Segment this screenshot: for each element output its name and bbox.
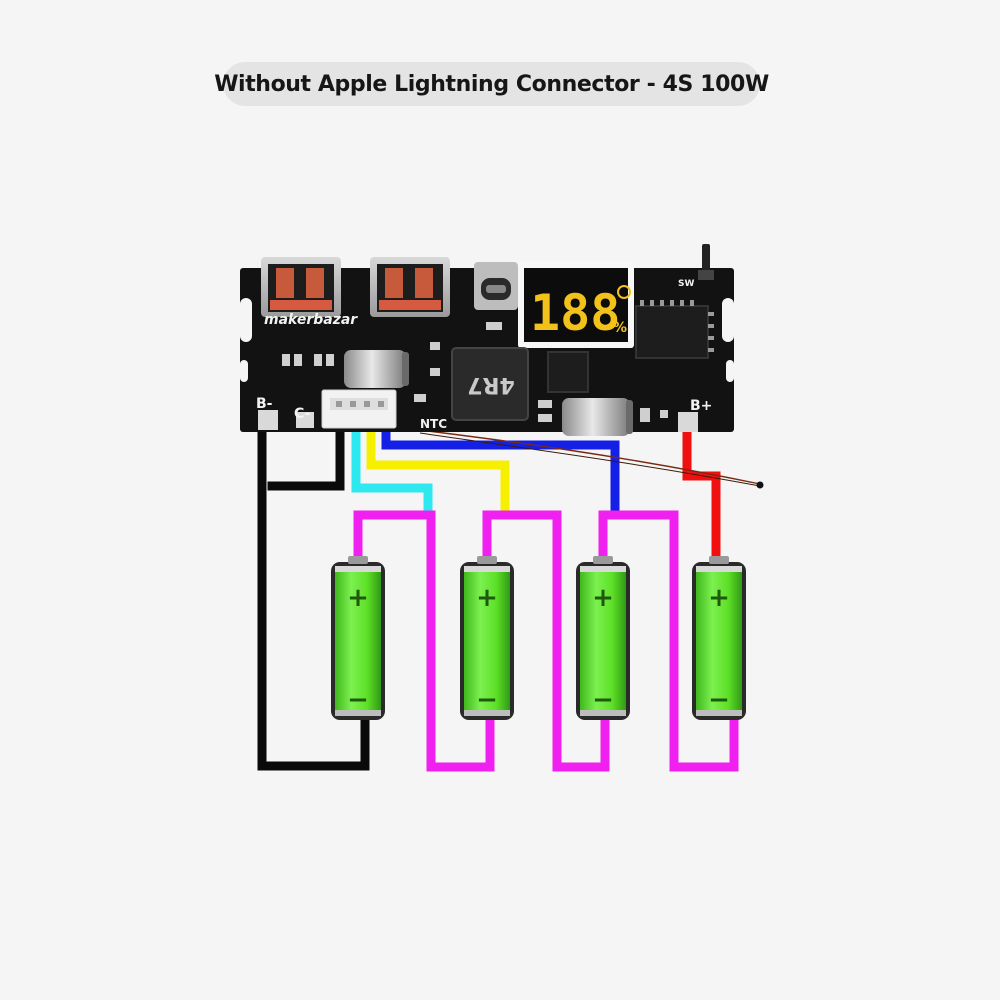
ntc-thermistor-bead bbox=[756, 481, 764, 489]
wire-yellow bbox=[366, 423, 510, 520]
battery-cell-3: +− bbox=[576, 556, 630, 720]
wire-red bbox=[682, 427, 721, 565]
wire-black bbox=[257, 427, 370, 771]
inductor-code: 4R7 bbox=[467, 372, 515, 397]
power-ic bbox=[547, 351, 589, 393]
display-power-icon bbox=[617, 285, 631, 299]
capacitor-left bbox=[344, 350, 409, 388]
diagram-title: Without Apple Lightning Connector - 4S 1… bbox=[214, 71, 769, 97]
battery-cell-2: +− bbox=[460, 556, 514, 720]
battery-plus-symbol: + bbox=[347, 583, 369, 613]
usb-a-port-2 bbox=[370, 257, 450, 317]
battery-cell-4: +− bbox=[692, 556, 746, 720]
wire-cyan bbox=[351, 423, 433, 520]
battery-cell-1: +− bbox=[331, 556, 385, 720]
label-sw: SW bbox=[678, 279, 694, 289]
smd-components bbox=[282, 322, 668, 422]
chip-pins bbox=[640, 300, 714, 352]
display-percent: % bbox=[613, 320, 627, 336]
ntc-thermistor-wire bbox=[419, 429, 761, 485]
pad-b-plus bbox=[678, 412, 698, 432]
wire-magenta-1 bbox=[353, 510, 495, 772]
label-ntc: NTC bbox=[420, 417, 447, 431]
battery-minus-symbol: − bbox=[476, 685, 498, 715]
balance-connector bbox=[321, 389, 397, 429]
label-c-minus: C- bbox=[294, 406, 311, 422]
pcb-board: makerbazar 188 % 4R7 bbox=[240, 244, 734, 436]
label-b-minus: B- bbox=[256, 396, 273, 412]
battery-plus-symbol: + bbox=[476, 583, 498, 613]
wire-black-short bbox=[267, 423, 345, 491]
battery-minus-symbol: − bbox=[708, 685, 730, 715]
display-digits: 188 bbox=[530, 284, 620, 342]
usb-c-port bbox=[474, 262, 518, 310]
label-b-plus: B+ bbox=[690, 398, 712, 414]
battery-plus-symbol: + bbox=[592, 583, 614, 613]
battery-minus-symbol: − bbox=[347, 685, 369, 715]
pad-b-minus bbox=[258, 410, 278, 430]
led-display: 188 % bbox=[518, 262, 634, 348]
controller-chip bbox=[635, 305, 709, 359]
switch-button bbox=[698, 244, 714, 280]
usb-a-port-1 bbox=[261, 257, 341, 317]
wire-magenta-3 bbox=[598, 510, 739, 772]
brand-label: makerbazar bbox=[264, 312, 358, 328]
inductor: 4R7 bbox=[451, 347, 529, 421]
battery-plus-symbol: + bbox=[708, 583, 730, 613]
title-badge: Without Apple Lightning Connector - 4S 1… bbox=[214, 62, 769, 106]
pad-c-minus bbox=[296, 412, 314, 428]
wires bbox=[257, 423, 764, 772]
capacitor-right bbox=[562, 398, 633, 436]
battery-minus-symbol: − bbox=[592, 685, 614, 715]
battery-pack: +−+−+−+− bbox=[331, 556, 746, 720]
wire-magenta-2 bbox=[482, 510, 610, 772]
